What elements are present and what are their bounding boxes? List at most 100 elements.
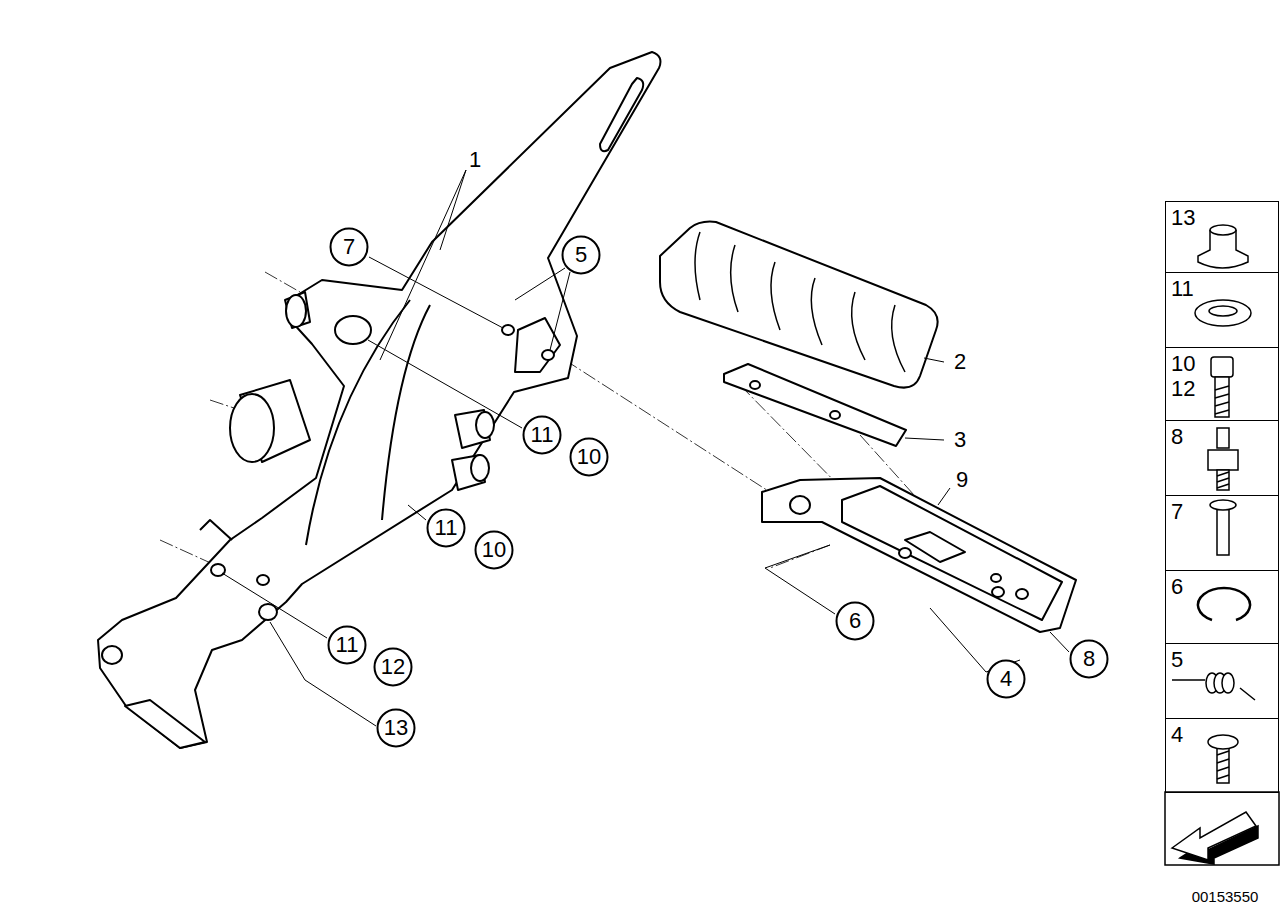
leader-line <box>222 170 1069 726</box>
part-icon <box>1215 377 1229 417</box>
part-number: 7 <box>1171 499 1183 524</box>
footrest-bracket <box>259 604 277 620</box>
footpeg-rubber <box>811 278 822 345</box>
part-number: 11 <box>1171 276 1194 301</box>
footpeg-rubber <box>660 222 938 388</box>
callout-circle: 12 <box>373 647 413 687</box>
callout-circle: 11 <box>426 508 466 548</box>
part-number: 4 <box>1171 722 1183 747</box>
legend-part-cell: 8 <box>1165 420 1279 496</box>
part-icon <box>1217 428 1229 448</box>
part-icon <box>1172 225 1255 783</box>
callout-number: 11 <box>336 634 359 656</box>
part-icon <box>1210 225 1236 235</box>
part-icon <box>1210 500 1236 510</box>
callout-number: 10 <box>577 446 601 468</box>
footrest-bracket <box>257 575 269 585</box>
footpeg-body <box>992 587 1004 597</box>
legend-part-cell: 6 <box>1165 570 1279 644</box>
callout-number: 12 <box>381 656 405 678</box>
legend-part-cell: 7 <box>1165 495 1279 571</box>
footrest-bracket <box>471 455 489 481</box>
footrest-bracket <box>98 52 660 748</box>
part-icon <box>1222 673 1234 693</box>
footrest-bracket <box>335 316 371 344</box>
callout-circle: 10 <box>474 530 514 570</box>
legend-part-cell: 4 <box>1165 718 1279 793</box>
callout-outline <box>1071 641 1108 678</box>
callout-outline <box>476 532 513 569</box>
footpeg-rubber <box>892 305 905 372</box>
footrest-bracket <box>200 520 232 540</box>
footrest-bracket <box>211 564 225 576</box>
footrest-bracket <box>285 292 310 328</box>
part-number: 5 <box>1171 647 1183 672</box>
leader-line <box>905 438 944 440</box>
leader-line <box>222 573 327 638</box>
leader-line <box>369 257 503 328</box>
leader-line <box>938 488 950 505</box>
part-icon <box>1217 472 1229 488</box>
legend-part-cell: 11 <box>1165 272 1279 348</box>
legend-part-cell: 5 <box>1165 643 1279 719</box>
footrest-bracket <box>382 305 430 520</box>
leader-line <box>930 608 986 672</box>
callout-number: 7 <box>343 236 355 258</box>
footrest-bracket <box>286 295 306 327</box>
leader-line <box>515 268 565 300</box>
part-number: 1 <box>468 149 482 171</box>
callout-circle: 5 <box>561 235 601 275</box>
footrest-bracket <box>102 646 122 664</box>
callout-outline <box>375 649 412 686</box>
part-number: 13 <box>1171 205 1195 230</box>
callout-outline <box>378 710 415 747</box>
footrest-bracket <box>502 325 514 335</box>
callout-number: 11 <box>435 517 458 539</box>
part-icon <box>1217 747 1229 783</box>
part-icon <box>1208 450 1238 470</box>
footpeg-plate <box>830 411 840 419</box>
footpeg-body <box>905 532 965 562</box>
leader-line <box>440 170 466 250</box>
callout-circle: 11 <box>327 625 367 665</box>
footrest-bracket <box>230 394 274 462</box>
part-number: 8 <box>1171 424 1183 449</box>
part-icon <box>1198 588 1250 620</box>
footpeg-body <box>842 486 1062 620</box>
legend-part-cell: 13 <box>1165 201 1279 273</box>
callout-number: 6 <box>849 610 861 632</box>
footrest-bracket <box>98 52 660 748</box>
callout-outline <box>524 417 561 454</box>
leader-line <box>305 680 376 726</box>
footrest-bracket <box>542 350 554 360</box>
footpeg-body <box>790 496 810 514</box>
callout-circle: 7 <box>329 227 369 267</box>
part-number: 6 <box>1171 574 1183 599</box>
callout-circle: 4 <box>986 659 1026 699</box>
part-icon <box>1195 300 1251 326</box>
callout-number: 13 <box>384 717 408 739</box>
leader-line <box>550 272 570 350</box>
footpeg-rubber <box>731 245 738 312</box>
axis-line <box>565 360 790 505</box>
legend-part-cell: 1012 <box>1165 347 1279 421</box>
part-icon <box>1217 470 1229 490</box>
footpeg-plate <box>724 364 906 446</box>
footpeg-body <box>762 478 1076 632</box>
part-icon <box>1217 505 1229 555</box>
panel-arrow <box>1165 792 1279 865</box>
part-number: 2 <box>953 351 967 373</box>
leader-line <box>924 358 944 362</box>
callout-outline <box>571 439 608 476</box>
callout-number: 11 <box>531 424 554 446</box>
callout-outline <box>988 661 1025 698</box>
panel-arrow <box>1165 792 1279 865</box>
callout-number: 8 <box>1083 648 1095 670</box>
callout-outline <box>563 237 600 274</box>
part-number: 9 <box>955 469 969 491</box>
part-number: 12 <box>1171 376 1195 401</box>
panel-arrow <box>1172 812 1256 860</box>
footpeg-rubber <box>695 232 700 300</box>
axis-line <box>265 272 300 292</box>
